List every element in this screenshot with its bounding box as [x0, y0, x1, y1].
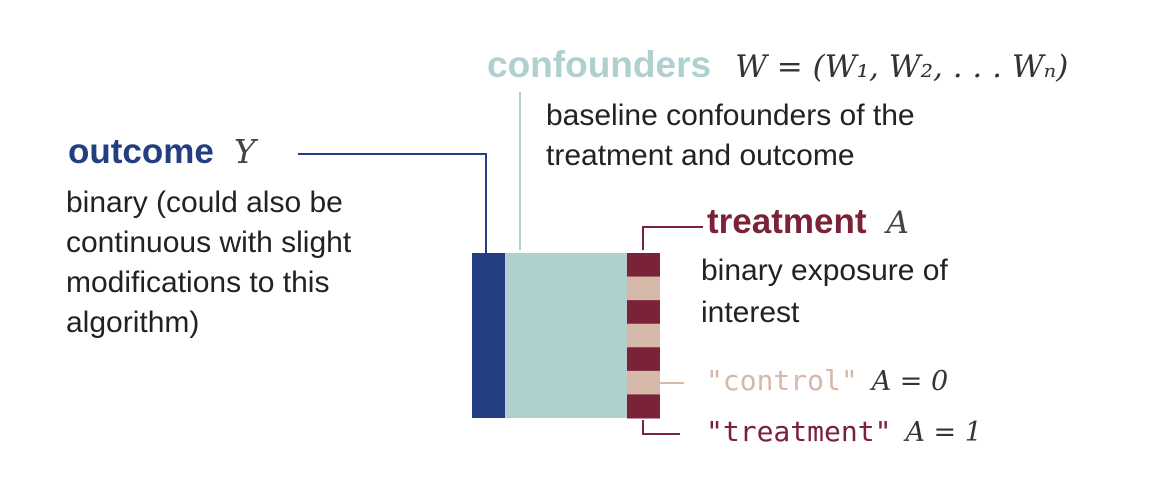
confounders-description-line: treatment and outcome	[546, 139, 855, 172]
control-cell	[627, 276, 660, 301]
outcome-description-line: continuous with slight	[66, 226, 352, 259]
outcome-description: binary (could also be continuous with sl…	[66, 183, 351, 343]
outcome-symbol: Y	[233, 132, 256, 171]
outcome-connector	[298, 153, 487, 253]
outcome-title: outcome	[68, 132, 214, 171]
treatment-connector	[642, 226, 703, 250]
treatment-cell	[627, 394, 660, 419]
confounders-block	[505, 253, 627, 418]
treatment-description-line: binary exposure of	[701, 254, 948, 287]
treatment-legend: "treatment" A = 1	[706, 415, 982, 448]
control-legend: "control" A = 0	[706, 364, 948, 397]
treatment-cell	[627, 300, 660, 325]
outcome-description-line: algorithm)	[66, 306, 200, 339]
outcome-description-line: modifications to this	[66, 266, 330, 299]
treatment-equation: A = 1	[905, 417, 982, 448]
control-equation: A = 0	[871, 366, 949, 397]
control-label: "control"	[706, 364, 858, 397]
treatment-symbol: A	[886, 205, 909, 241]
treatment-header: treatment A	[707, 202, 909, 242]
treatment-cell	[627, 347, 660, 372]
confounders-title: confounders	[487, 44, 712, 85]
treatment-description-line: interest	[701, 296, 800, 329]
outcome-header: outcome Y	[68, 132, 256, 172]
confounders-description-line: baseline confounders of the	[546, 99, 915, 132]
treatment-column	[627, 253, 660, 419]
treatment-level-label: "treatment"	[706, 415, 892, 448]
outcome-column	[472, 253, 505, 418]
confounders-description: baseline confounders of the treatment an…	[546, 96, 915, 176]
treatment-title: treatment	[707, 202, 867, 241]
treatment-level-connector	[642, 420, 680, 435]
treatment-cell	[627, 253, 660, 278]
control-cell	[627, 370, 660, 395]
treatment-description: binary exposure of interest	[701, 250, 948, 334]
control-cell	[627, 323, 660, 348]
confounders-header: confounders W = (W₁, W₂, . . . Wₙ)	[487, 44, 1068, 86]
confounders-formula: W = (W₁, W₂, . . . Wₙ)	[735, 49, 1069, 85]
outcome-description-line: binary (could also be	[66, 186, 343, 219]
